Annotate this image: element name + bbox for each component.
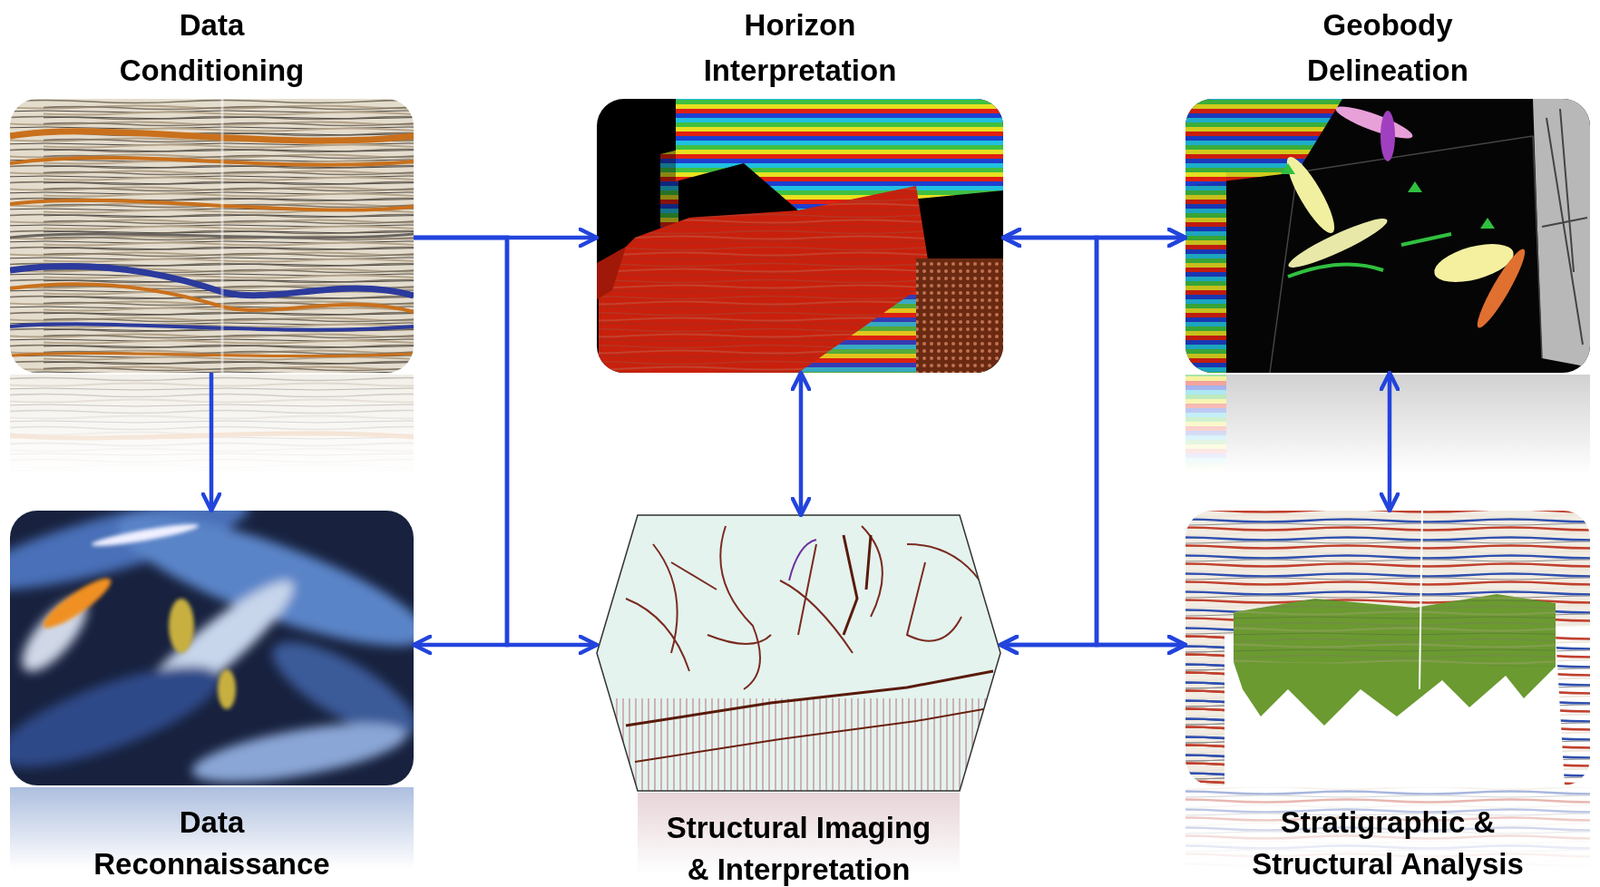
- horizon-volume: [675, 98, 1004, 211]
- fault-volume: [789, 539, 817, 581]
- flow-arrow: [413, 237, 597, 645]
- horizon-volume: [598, 185, 935, 373]
- seismic-section: [9, 352, 414, 356]
- geobody-volume: [1407, 181, 1423, 193]
- geobody-volume: [1185, 98, 1591, 373]
- workflow-step: Structural Imaging & Interpretation: [596, 515, 1001, 887]
- flow-arrow: [799, 372, 804, 516]
- geobody-volume: [1333, 100, 1416, 145]
- attribute-highlight: [217, 669, 236, 710]
- geobody-volume: [1380, 110, 1396, 162]
- flow-arrow: [1000, 643, 1186, 648]
- attribute-swirl: [9, 510, 414, 786]
- image-panel: [596, 98, 1004, 373]
- geobody-volume: [1401, 234, 1452, 245]
- stratigraphic-volume: [1555, 634, 1591, 786]
- step-title: Data Conditioning: [94, 2, 331, 94]
- geobody-volume: [1269, 136, 1542, 373]
- seismic-section: [9, 283, 414, 313]
- attribute-highlight: [168, 598, 195, 654]
- horizon-volume: [798, 290, 917, 373]
- seismic-section: [9, 200, 414, 211]
- horizon-volume: [916, 258, 1004, 373]
- geobody-volume: [1287, 263, 1384, 277]
- geobody-volume: [1532, 98, 1591, 368]
- stratigraphic-volume: [1185, 510, 1591, 786]
- seismic-section: [9, 131, 414, 141]
- flow-arrow: [1387, 372, 1393, 511]
- flow-arrow: [413, 237, 508, 645]
- fault-volume: [596, 515, 1001, 791]
- attribute-swirl: [187, 712, 410, 786]
- geobody-volume: [1280, 163, 1296, 175]
- workflow-step: Geobody Delineation: [1185, 2, 1591, 373]
- step-title: Structural Imaging & Interpretation: [658, 807, 940, 887]
- image-panel: [9, 510, 414, 786]
- step-title: Stratigraphic & Structural Analysis: [1224, 801, 1552, 886]
- stratigraphic-volume: [1185, 510, 1591, 786]
- workflow-step: Stratigraphic & Structural Analysis: [1185, 510, 1591, 886]
- stratigraphic-volume: [1233, 594, 1556, 726]
- attribute-highlight: [90, 520, 200, 551]
- fault-volume: [843, 535, 871, 635]
- fault-volume: [634, 707, 994, 762]
- seismic-section: [9, 157, 414, 166]
- horizon-volume: [596, 246, 626, 300]
- geobody-volume: [1279, 151, 1343, 238]
- geobody-volume: [1185, 98, 1591, 373]
- step-title: Data Reconnaissance: [76, 801, 349, 886]
- horizon-volume: [916, 258, 1004, 373]
- seismic-section: [221, 98, 225, 373]
- seismic-section: [9, 323, 414, 330]
- seismic-section: [43, 105, 414, 373]
- seismic-section: [9, 266, 414, 296]
- geobody-volume: [1185, 172, 1227, 373]
- attribute-highlight: [38, 571, 117, 635]
- flow-arrow: [1000, 237, 1186, 645]
- horizon-volume: [596, 98, 1004, 373]
- step-title: Geobody Delineation: [1269, 2, 1506, 94]
- image-panel: [596, 515, 1001, 791]
- step-title: Horizon Interpretation: [682, 2, 918, 94]
- fault-volume: [625, 526, 980, 690]
- hexagon-outline: [596, 515, 1001, 791]
- stratigraphic-volume: [1233, 594, 1556, 667]
- image-panel: [1185, 98, 1591, 373]
- image-panel: [9, 98, 414, 373]
- image-panel: [1185, 510, 1591, 786]
- flow-arrow: [1003, 237, 1186, 645]
- workflow-step: Data Conditioning: [9, 2, 414, 373]
- fault-volume: [596, 698, 1001, 791]
- geobody-volume: [1541, 108, 1588, 345]
- workflow-step: Data Reconnaissance: [9, 510, 414, 886]
- geobody-volume: [1480, 217, 1495, 229]
- horizon-volume: [598, 185, 935, 373]
- fault-volume: [596, 515, 1001, 791]
- panel-reflection: [1185, 374, 1227, 475]
- workflow-step: Horizon Interpretation: [596, 2, 1004, 373]
- stratigraphic-volume: [1419, 510, 1423, 690]
- flow-arrow: [209, 372, 215, 511]
- geobody-volume: [1471, 244, 1532, 332]
- seismic-section: [9, 234, 414, 238]
- seismic-section: [9, 98, 414, 373]
- stratigraphic-volume: [1185, 634, 1225, 786]
- stratigraphic-volume: [1185, 510, 1591, 786]
- horizon-volume: [596, 98, 1004, 373]
- attribute-highlight: [38, 520, 236, 710]
- attribute-map: [9, 510, 414, 786]
